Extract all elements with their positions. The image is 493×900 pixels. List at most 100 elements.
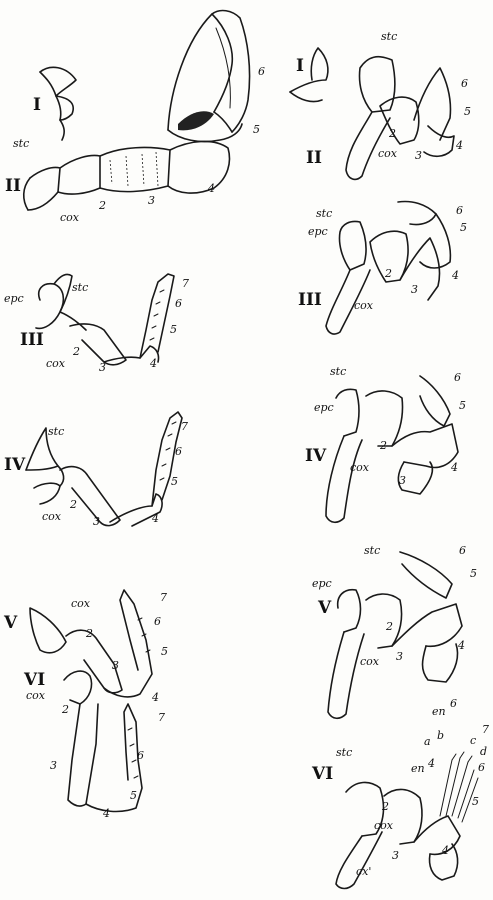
segment-number: 5 xyxy=(171,476,178,487)
segment-number: 3 xyxy=(148,195,155,206)
part-label-stc: stc xyxy=(336,747,352,758)
segment-number: 4 xyxy=(150,358,157,369)
segment-number: 6 xyxy=(137,750,144,761)
part-label-cx: cx' xyxy=(356,866,371,877)
segment-number: 2 xyxy=(99,200,106,211)
part-label-stc: stc xyxy=(330,366,346,377)
figure-label: III xyxy=(20,332,44,349)
segment-number: 2 xyxy=(70,499,77,510)
segment-number: 3 xyxy=(50,760,57,771)
segment-number: 2 xyxy=(62,704,69,715)
figure-label: V xyxy=(318,600,331,617)
part-label-cox: cox xyxy=(26,690,45,701)
segment-number: 3 xyxy=(93,516,100,527)
segment-number: 2 xyxy=(73,346,80,357)
segment-number: 4 xyxy=(458,640,465,651)
part-label-epc: epc xyxy=(312,578,332,589)
part-label-cox: cox xyxy=(71,598,90,609)
segment-number: 5 xyxy=(460,222,467,233)
segment-number: 4 xyxy=(152,692,159,703)
segment-number: 6 xyxy=(258,66,265,77)
drawing-right-IV xyxy=(326,376,458,522)
segment-number: 6 xyxy=(478,762,485,773)
segment-number: 6 xyxy=(454,372,461,383)
segment-number: 4 xyxy=(456,140,463,151)
segment-number: 3 xyxy=(415,150,422,161)
figure-label: V xyxy=(4,615,17,632)
part-label-a: a xyxy=(424,736,431,747)
segment-number: 3 xyxy=(411,284,418,295)
segment-number: 3 xyxy=(112,660,119,671)
figure-label: IV xyxy=(305,448,326,465)
drawing-left-III xyxy=(36,274,174,365)
segment-number: 7 xyxy=(160,592,167,603)
segment-number: 6 xyxy=(456,205,463,216)
part-label-cox: cox xyxy=(360,656,379,667)
segment-number: 4 xyxy=(452,270,459,281)
part-label-en4: en xyxy=(411,763,425,774)
part-label-cox: cox xyxy=(60,212,79,223)
segment-number: 2 xyxy=(386,621,393,632)
part-label-stc: stc xyxy=(13,138,29,149)
segment-number: 4 xyxy=(152,513,159,524)
figure-label: IV xyxy=(4,457,25,474)
figure-label: VI xyxy=(24,672,45,689)
part-label-cox: cox xyxy=(354,300,373,311)
figure-label: I xyxy=(296,58,304,75)
drawing-right-V xyxy=(328,552,462,718)
part-label-stc: stc xyxy=(48,426,64,437)
part-label-cox: cox xyxy=(378,148,397,159)
part-label-cox: cox xyxy=(374,820,393,831)
drawing-left-V-VI xyxy=(30,590,152,811)
segment-number: 7 xyxy=(181,421,188,432)
part-label-en6: en xyxy=(432,706,446,717)
segment-number: 7 xyxy=(482,724,489,735)
part-label-epc: epc xyxy=(308,226,328,237)
part-label-stc: stc xyxy=(72,282,88,293)
part-label-c: c xyxy=(470,735,476,746)
segment-number: 4 xyxy=(208,183,215,194)
part-label-epc: epc xyxy=(4,293,24,304)
segment-number: 2 xyxy=(86,628,93,639)
figure-label: II xyxy=(306,150,322,167)
part-label-cox: cox xyxy=(46,358,65,369)
segment-number: 2 xyxy=(380,440,387,451)
segment-number: 5 xyxy=(459,400,466,411)
part-label-epc: epc xyxy=(314,402,334,413)
segment-number: 6 xyxy=(175,298,182,309)
drawing-left-II xyxy=(24,11,250,210)
segment-number: 6 xyxy=(450,698,457,709)
part-label-d: d xyxy=(480,746,487,757)
segment-number: 6 xyxy=(154,616,161,627)
segment-number: 2 xyxy=(385,268,392,279)
segment-number: 5 xyxy=(470,568,477,579)
segment-number: 5 xyxy=(170,324,177,335)
segment-number: 5 xyxy=(464,106,471,117)
figure-label: II xyxy=(5,178,21,195)
segment-number: 4 xyxy=(442,845,449,856)
figure-label: I xyxy=(33,97,41,114)
figure-label: III xyxy=(298,292,322,309)
part-label-stc: stc xyxy=(364,545,380,556)
segment-number: 4 xyxy=(428,758,435,769)
segment-number: 3 xyxy=(396,651,403,662)
part-label-b: b xyxy=(437,730,444,741)
segment-number: 4 xyxy=(451,462,458,473)
segment-number: 3 xyxy=(392,850,399,861)
segment-number: 6 xyxy=(461,78,468,89)
segment-number: 3 xyxy=(399,475,406,486)
segment-number: 5 xyxy=(253,124,260,135)
segment-number: 3 xyxy=(99,362,106,373)
part-label-cox: cox xyxy=(42,511,61,522)
segment-number: 5 xyxy=(130,790,137,801)
segment-number: 2 xyxy=(389,128,396,139)
segment-number: 5 xyxy=(472,796,479,807)
segment-number: 7 xyxy=(158,712,165,723)
part-label-stc: stc xyxy=(381,31,397,42)
segment-number: 5 xyxy=(161,646,168,657)
segment-number: 4 xyxy=(103,808,110,819)
drawing-left-I xyxy=(40,67,76,140)
segment-number: 6 xyxy=(459,545,466,556)
segment-number: 2 xyxy=(382,801,389,812)
